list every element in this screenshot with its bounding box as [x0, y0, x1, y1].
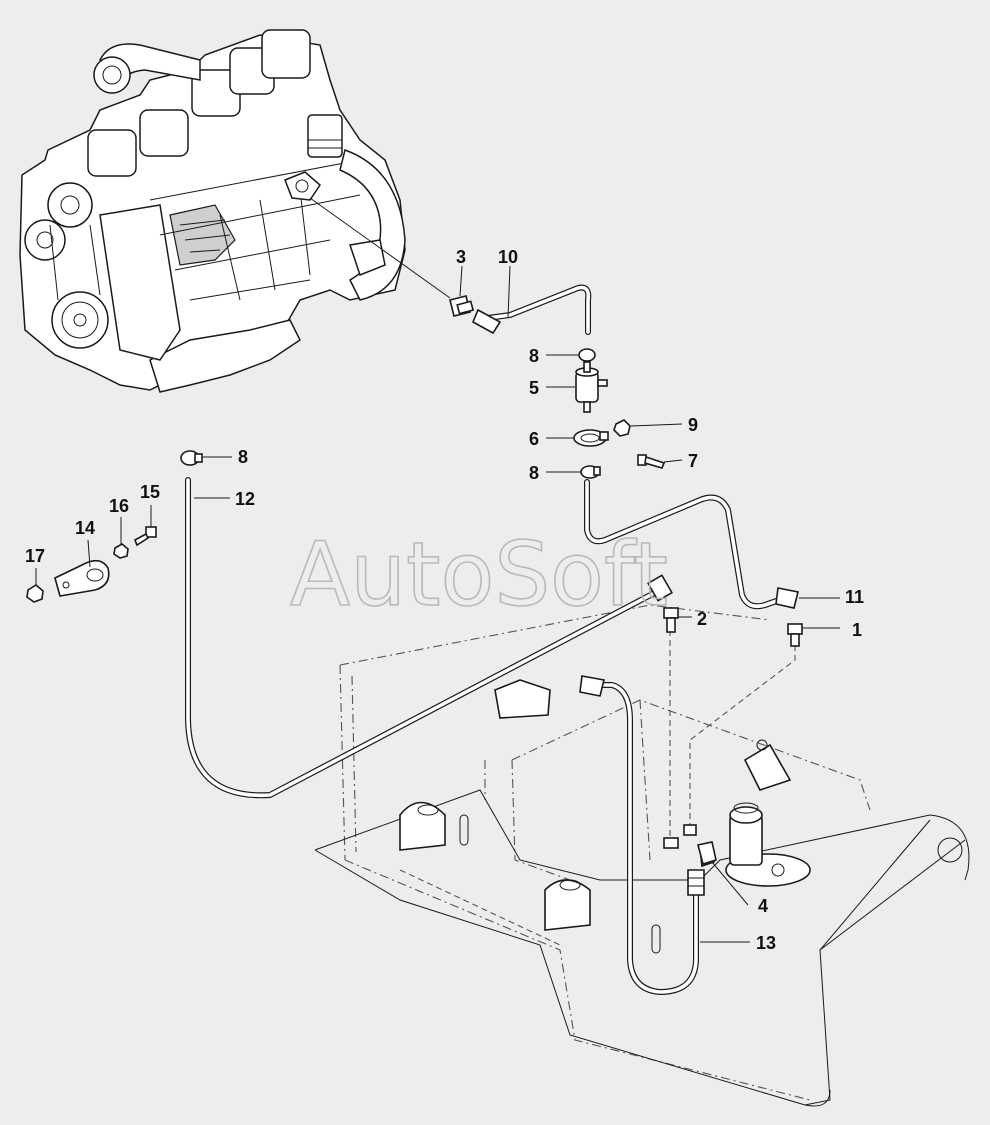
callout-8-left: 8: [238, 447, 248, 467]
p-clip-14: [54, 559, 110, 597]
engine-assembly: [19, 29, 451, 393]
callout-7: 7: [688, 451, 698, 471]
fuel-tank: [314, 604, 970, 1107]
fitting-2: [663, 607, 679, 633]
callout-6: 6: [529, 429, 539, 449]
callout-1: 1: [852, 620, 862, 640]
hose-11: [584, 479, 799, 610]
callout-14: 14: [75, 518, 95, 538]
hose-10: [471, 284, 592, 335]
clamp-8-left: [180, 450, 203, 466]
callout-11: 11: [845, 587, 864, 607]
fitting-3: [449, 295, 475, 317]
nut-16: [113, 543, 129, 559]
callout-2: 2: [697, 609, 707, 629]
callout-13: 13: [756, 933, 776, 953]
nut-9: [613, 419, 631, 437]
nut-17: [26, 584, 44, 603]
clamp-8-mid: [580, 465, 601, 479]
fitting-1: [787, 623, 803, 647]
callout-12: 12: [235, 489, 255, 509]
callout-5: 5: [529, 378, 539, 398]
callout-9: 9: [688, 415, 698, 435]
callout-8-top: 8: [529, 346, 539, 366]
callout-10: 10: [498, 247, 518, 267]
callout-3: 3: [456, 247, 466, 267]
clamp-8-top: [578, 348, 596, 362]
callout-17: 17: [25, 546, 45, 566]
callout-16: 16: [109, 496, 129, 516]
clamp-6: [573, 429, 609, 447]
bolt-7: [637, 454, 666, 469]
filter-5: [575, 361, 608, 413]
callout-8-mid: 8: [529, 463, 539, 483]
bolt-15: [133, 526, 157, 547]
watermark: AutoSoft: [290, 523, 668, 626]
callout-4: 4: [758, 896, 768, 916]
hose-13: [579, 675, 705, 995]
leader-lines: [35, 265, 840, 943]
callouts: 1 2 3 4 5 6 7 8 8 8 9 10 11 12 13 14 15 …: [25, 247, 864, 953]
hose-12: [185, 477, 674, 799]
callout-15: 15: [140, 482, 160, 502]
elbow-4: [697, 841, 717, 866]
